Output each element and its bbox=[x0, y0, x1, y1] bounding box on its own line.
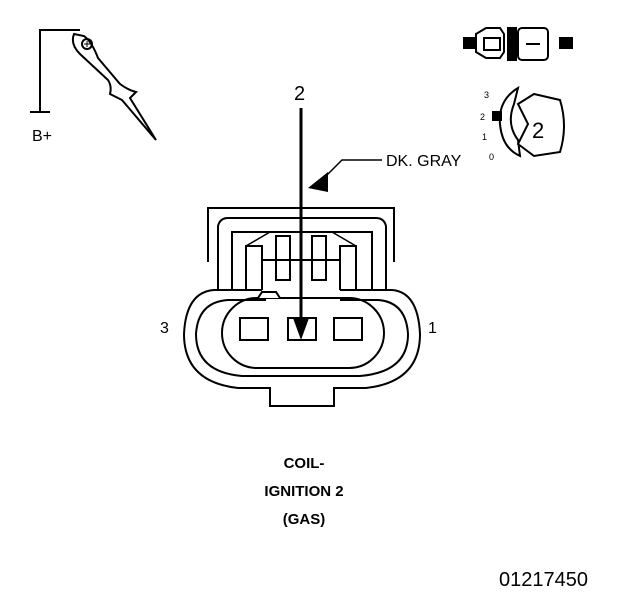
dial-position-1: 1 bbox=[482, 132, 487, 142]
pin-cavity-1 bbox=[333, 317, 363, 341]
meter-selector-dial-icon bbox=[492, 85, 565, 158]
figure-id: 01217450 bbox=[499, 569, 588, 591]
wire-color-label: DK. GRAY bbox=[386, 153, 462, 170]
dial-position-3: 3 bbox=[484, 90, 489, 100]
probe-symbol bbox=[30, 29, 157, 141]
test-pin-number: 2 bbox=[294, 83, 305, 105]
connector-body bbox=[182, 207, 422, 407]
probe-label: B+ bbox=[32, 128, 52, 145]
terminal-fitting-icon bbox=[463, 27, 573, 61]
dial-selected-value: 2 bbox=[532, 118, 544, 143]
dial-position-2: 2 bbox=[480, 112, 485, 122]
caption-line-1: COIL- bbox=[284, 455, 325, 472]
pin-label-left: 3 bbox=[160, 320, 169, 337]
caption-line-2: IGNITION 2 bbox=[264, 483, 343, 500]
caption-line-3: (GAS) bbox=[283, 511, 326, 528]
pin-label-right: 1 bbox=[428, 320, 437, 337]
wire-color-leader bbox=[308, 159, 382, 192]
dial-position-0: 0 bbox=[489, 152, 494, 162]
probe-screw-icon bbox=[81, 38, 93, 50]
pin-cavity-3 bbox=[239, 317, 269, 341]
